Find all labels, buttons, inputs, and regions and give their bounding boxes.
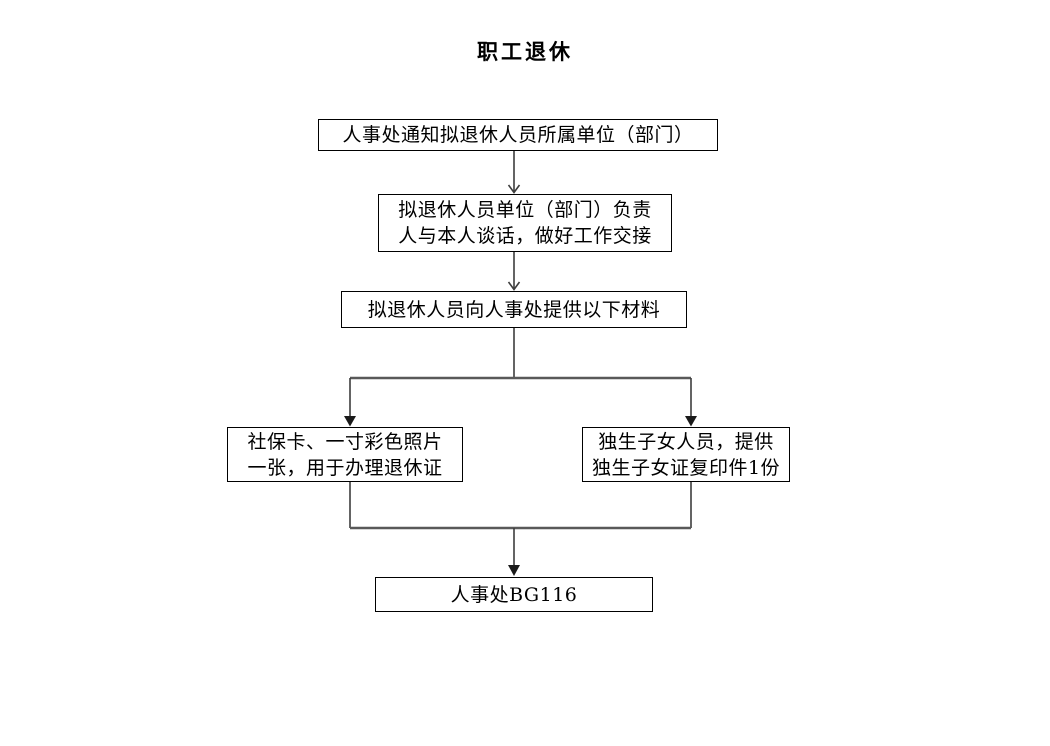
node-provide-materials: 拟退休人员向人事处提供以下材料 bbox=[341, 291, 687, 328]
arrow-split-right-head-icon bbox=[685, 416, 697, 427]
node-provide-materials-text: 拟退休人员向人事处提供以下材料 bbox=[367, 298, 661, 321]
node-branch-social-card: 社保卡、一寸彩色照片 一张，用于办理退休证 bbox=[227, 427, 463, 482]
arrow-step1-step2-head-icon bbox=[507, 184, 521, 194]
node-talk-handover-line2: 人与本人谈话，做好工作交接 bbox=[398, 225, 652, 247]
node-hr-office-text: 人事处BG116 bbox=[450, 583, 578, 606]
node-branch-only-child-line2: 独生子女证复印件1份 bbox=[591, 456, 781, 479]
arrow-merge-final-head-icon bbox=[508, 565, 520, 576]
node-notify-unit-text: 人事处通知拟退休人员所属单位（部门） bbox=[342, 124, 694, 146]
node-branch-only-child: 独生子女人员，提供 独生子女证复印件1份 bbox=[582, 427, 790, 482]
node-talk-handover: 拟退休人员单位（部门）负责 人与本人谈话，做好工作交接 bbox=[378, 194, 672, 252]
node-hr-office: 人事处BG116 bbox=[375, 577, 653, 612]
arrow-step2-step3-head-icon bbox=[507, 281, 521, 291]
flowchart-title: 职工退休 bbox=[477, 39, 573, 64]
node-notify-unit: 人事处通知拟退休人员所属单位（部门） bbox=[318, 119, 718, 151]
node-branch-social-card-line2: 一张，用于办理退休证 bbox=[247, 456, 443, 479]
node-branch-social-card-line1: 社保卡、一寸彩色照片 bbox=[247, 430, 443, 453]
node-talk-handover-line1: 拟退休人员单位（部门）负责 bbox=[398, 199, 652, 221]
node-branch-only-child-line1: 独生子女人员，提供 bbox=[598, 430, 774, 453]
arrow-split-left-head-icon bbox=[344, 416, 356, 427]
